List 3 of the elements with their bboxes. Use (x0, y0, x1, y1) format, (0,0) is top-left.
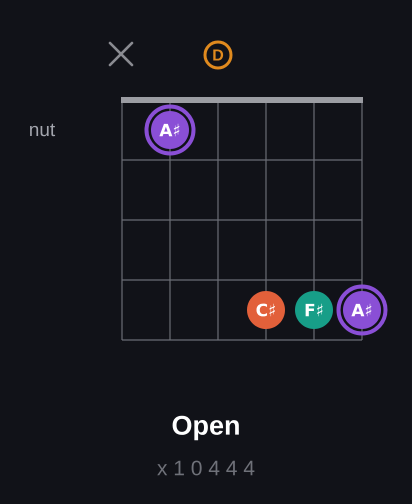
chord-title: Open (172, 416, 239, 440)
nut-label: nut (30, 124, 56, 136)
fingering-label: x 1 0 4 4 4 (157, 460, 254, 476)
